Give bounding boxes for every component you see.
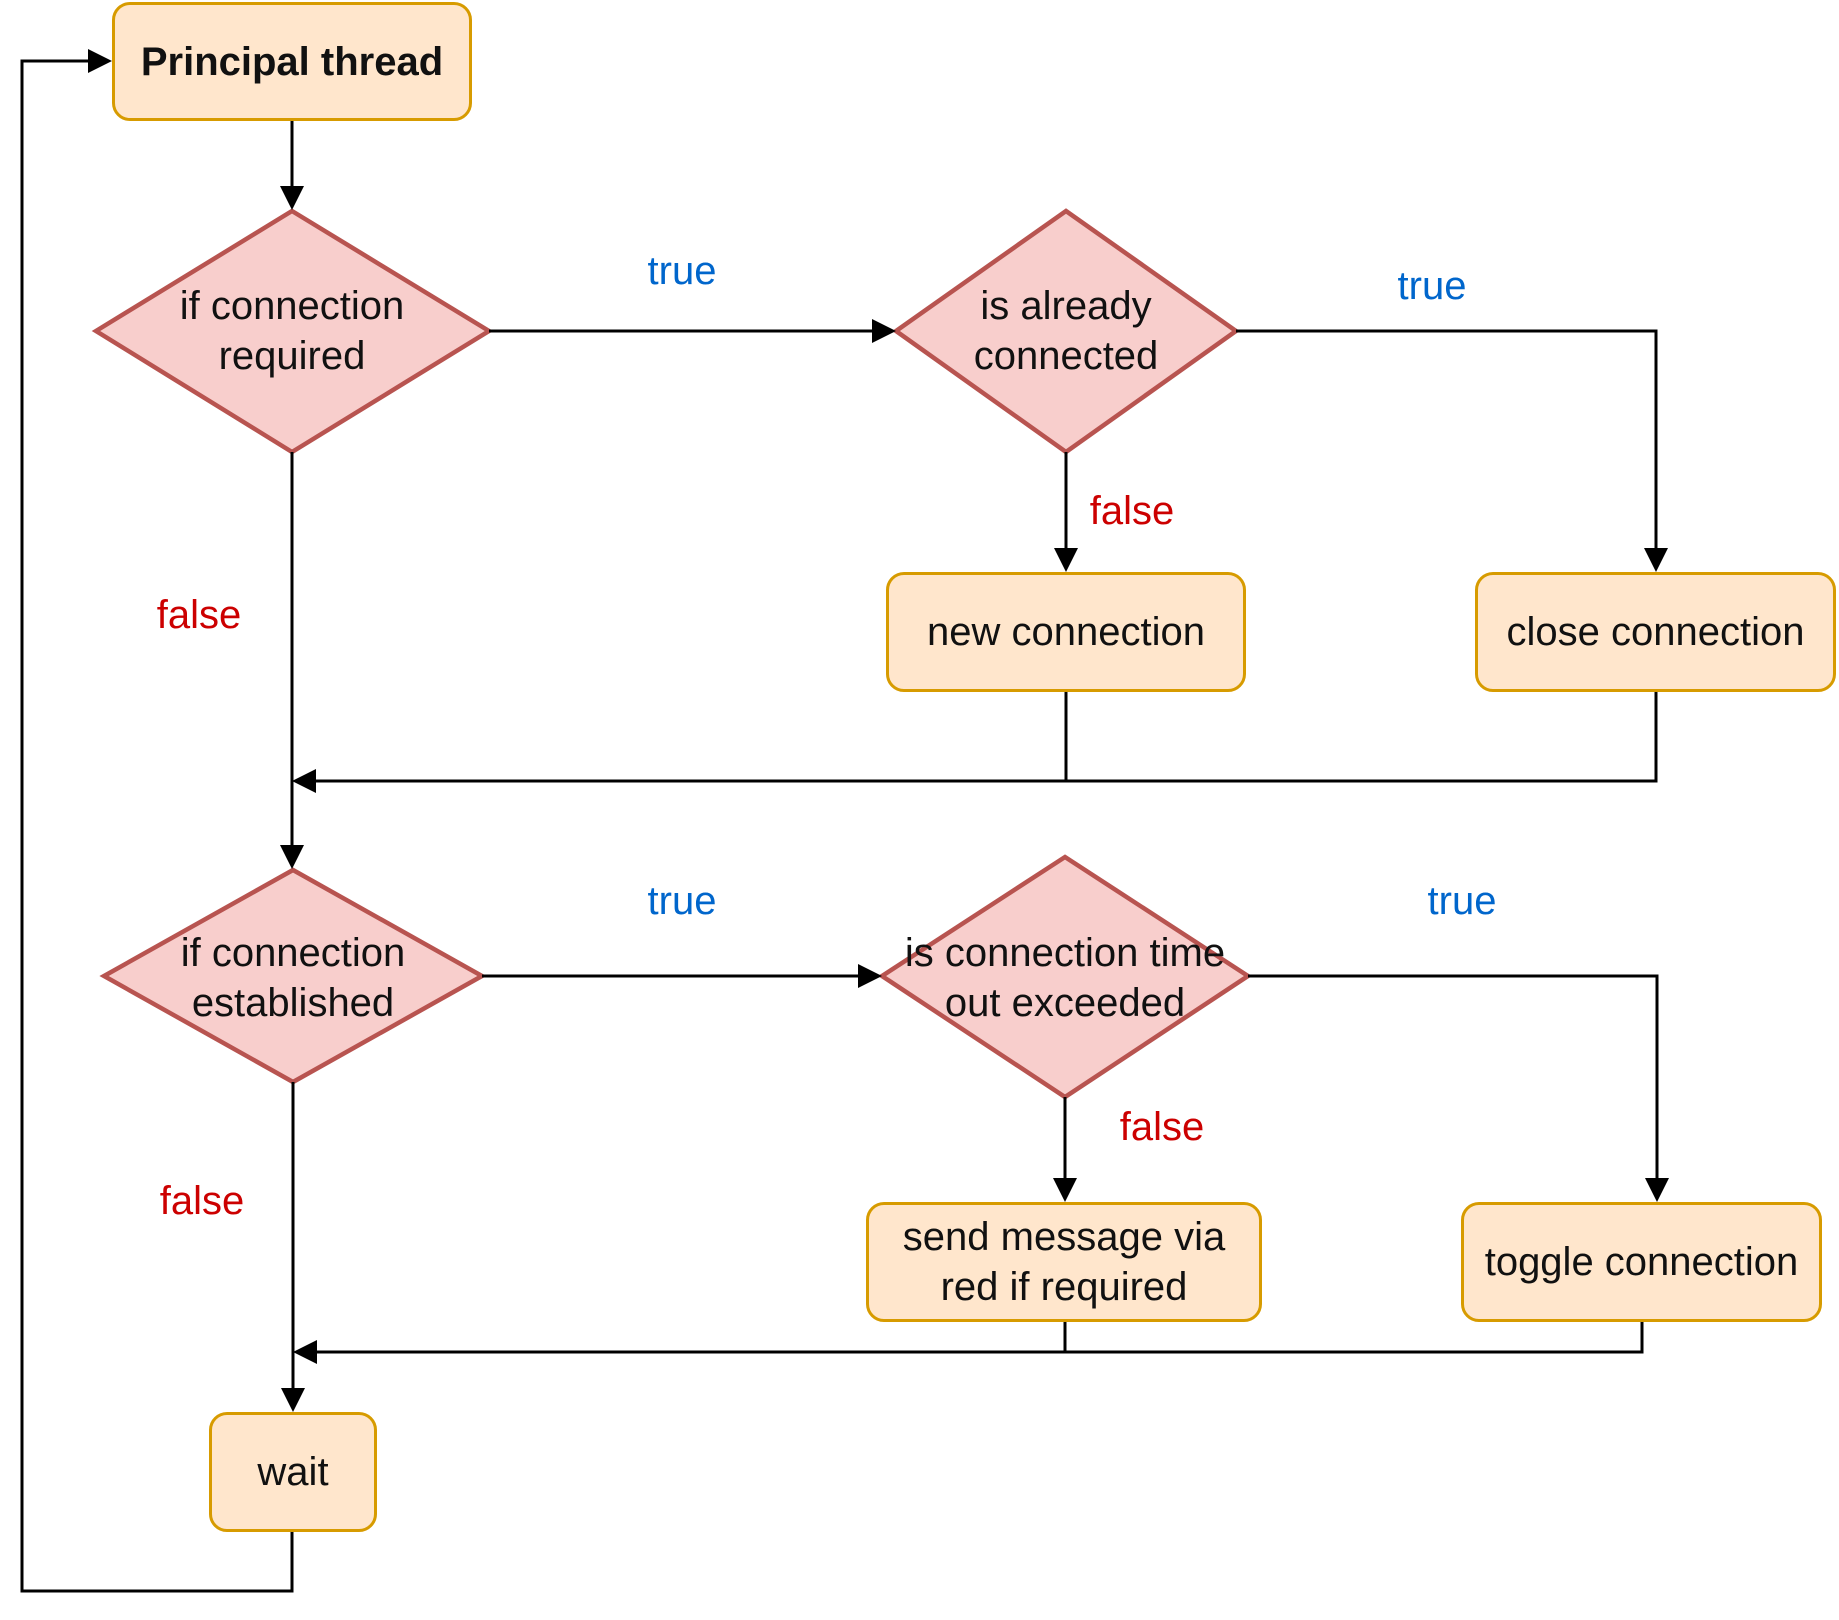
arrowhead-into-toggle-connection: [1645, 1178, 1669, 1202]
wait-node: wait: [209, 1412, 377, 1532]
arrowhead-into-required: [280, 186, 304, 210]
edge-label-established-false: false: [159, 1179, 245, 1223]
edge-close-connection-merge: [302, 692, 1658, 783]
close-connection-node: close connection: [1475, 572, 1836, 692]
edge-label-established-true: true: [647, 879, 717, 923]
edge-label-connected-true: true: [1397, 264, 1467, 308]
arrowhead-into-principal: [88, 49, 112, 73]
arrowhead-into-close-connection: [1644, 548, 1668, 572]
send-message-node: send message via red if required: [866, 1202, 1262, 1322]
if-connection-required-text: if connection required: [179, 284, 405, 378]
edge-label-timeout-false: false: [1119, 1105, 1205, 1149]
edge-label-timeout-true: true: [1427, 879, 1497, 923]
edge-label-required-false: false: [156, 593, 242, 637]
edge-connected-true: [1236, 329, 1658, 562]
edge-timeout-true: [1248, 974, 1659, 1192]
arrowhead-into-already-connected: [872, 319, 896, 343]
arrowhead-into-timeout: [858, 964, 882, 988]
arrowhead-into-wait: [281, 1388, 305, 1412]
arrowhead-merge-bottom: [293, 1340, 317, 1364]
if-connection-established-text: if connection established: [180, 931, 406, 1025]
arrowhead-into-send-message: [1053, 1178, 1077, 1202]
arrowhead-into-established: [280, 845, 304, 869]
arrowhead-merge-top: [292, 769, 316, 793]
new-connection-node: new connection: [886, 572, 1246, 692]
principal-thread-node: Principal thread: [112, 2, 472, 121]
edge-label-required-true: true: [647, 249, 717, 293]
edge-wait-loop-back: [20, 59, 294, 1593]
toggle-connection-node: toggle connection: [1461, 1202, 1822, 1322]
is-already-connected-text: is already connected: [973, 284, 1159, 378]
is-connection-timeout-exceeded-text: is connection time out exceeded: [904, 931, 1226, 1025]
edge-label-connected-false: false: [1089, 489, 1175, 533]
arrowhead-into-new-connection: [1054, 548, 1078, 572]
edge-toggle-connection-merge: [303, 1322, 1644, 1354]
